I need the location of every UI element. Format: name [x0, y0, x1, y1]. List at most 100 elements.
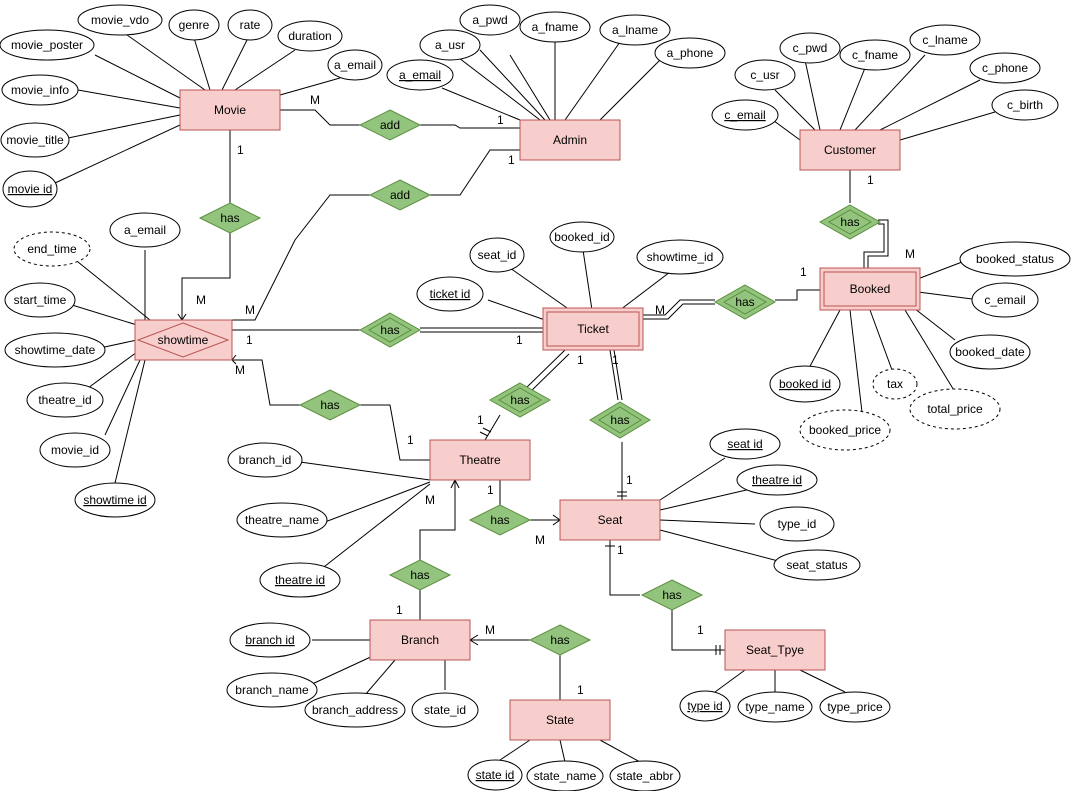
attr-type-name: type_name [737, 691, 813, 723]
svg-text:state_name: state_name [534, 769, 597, 783]
entity-showtime: showtime [134, 319, 233, 361]
rel-has-label: has [662, 588, 681, 602]
attr-movie-title: movie_title [0, 122, 70, 158]
attr-seat-theatre-id-key: theatre id [736, 464, 818, 496]
card-showtime-theatre-m: M [235, 363, 245, 377]
entity-booked: Booked [819, 267, 921, 311]
svg-text:a_pwd: a_pwd [472, 13, 507, 27]
entity-seat-type-label: Seat_Tpye [746, 643, 804, 657]
rel-has-label: has [410, 568, 429, 582]
rel-has-label: has [490, 513, 509, 527]
card-seat-seattype-1: 1 [617, 543, 624, 557]
attr-genre: genre [168, 9, 220, 41]
rel-booked-ticket-has: has [713, 284, 777, 320]
rel-add-label: add [390, 188, 410, 202]
svg-text:end_time: end_time [27, 242, 77, 256]
attr-rate: rate [227, 9, 273, 41]
entity-movie: Movie [179, 89, 281, 131]
svg-text:a_phone: a_phone [667, 46, 714, 60]
attr-duration: duration [277, 20, 343, 52]
card-theatre-ticket-1: 1 [477, 413, 484, 427]
card-seat-ticket-1: 1 [626, 473, 633, 487]
attr-movie-info: movie_info [1, 74, 79, 106]
cardinality-labels: M 1 1 M M 1 1 M 1 M 1 1 M 1 1 1 1 1 M 1 … [196, 93, 915, 697]
attr-booked-date: booked_date [949, 334, 1031, 370]
svg-text:c_birth: c_birth [1007, 98, 1043, 112]
rel-ticket-seat-has: has [589, 401, 651, 439]
rel-showtime-admin-add: add [368, 179, 432, 211]
svg-text:ticket id: ticket id [430, 287, 471, 301]
card-movie-showtime-1: 1 [237, 143, 244, 157]
attr-movie-id: movie id [2, 170, 58, 208]
attr-a-email-key: a_email [386, 59, 454, 91]
svg-text:booked_price: booked_price [809, 423, 881, 437]
svg-text:type_name: type_name [745, 700, 805, 714]
svg-text:tax: tax [887, 377, 903, 391]
attr-movie-poster: movie_poster [0, 29, 95, 61]
attr-type-id-key: type id [679, 690, 731, 722]
rel-has-label: has [550, 633, 569, 647]
svg-text:booked_status: booked_status [976, 252, 1054, 266]
svg-text:c_email: c_email [984, 293, 1025, 307]
attr-c-pwd: c_pwd [779, 32, 841, 64]
rel-has-label: has [380, 323, 399, 337]
attr-a-fname: a_fname [519, 11, 591, 43]
svg-text:c_lname: c_lname [922, 33, 968, 47]
attr-type-id: type_id [759, 506, 835, 542]
rel-has-label: has [220, 211, 239, 225]
svg-text:type_id: type_id [778, 517, 817, 531]
card-ticket-theatre-1: 1 [577, 353, 584, 367]
svg-text:seat id: seat id [727, 437, 762, 451]
svg-text:state_abbr: state_abbr [617, 769, 674, 783]
svg-text:movie_id: movie_id [51, 443, 99, 457]
attr-theatre-id-key: theatre id [259, 562, 341, 598]
svg-text:theatre id: theatre id [275, 573, 325, 587]
attr-showtime-a-email: a_email [109, 212, 181, 248]
card-admin-showtime-1: 1 [508, 153, 515, 167]
rel-theatre-branch-has: has [388, 559, 452, 591]
card-customer-booked-1: 1 [867, 173, 874, 187]
card-theatre-showtime-1: 1 [407, 433, 414, 447]
svg-text:movie_poster: movie_poster [11, 38, 83, 52]
svg-text:type id: type id [687, 699, 722, 713]
svg-text:a_email: a_email [124, 223, 166, 237]
entity-seat: Seat [559, 499, 661, 541]
entity-state: State [509, 699, 611, 741]
entity-customer: Customer [799, 129, 901, 171]
svg-text:start_time: start_time [14, 293, 67, 307]
svg-text:movie_vdo: movie_vdo [91, 13, 149, 27]
svg-text:theatre id: theatre id [752, 473, 802, 487]
svg-text:showtime id: showtime id [83, 493, 146, 507]
card-showtime-movie-m: M [196, 293, 206, 307]
card-booked-customer-m: M [905, 247, 915, 261]
attr-c-birth: c_birth [991, 89, 1059, 121]
entity-theatre-label: Theatre [459, 453, 501, 467]
card-ticket-showtime-1: 1 [516, 333, 523, 347]
entity-theatre: Theatre [429, 439, 531, 481]
rel-customer-booked-has: has [818, 204, 882, 240]
rel-theatre-seat-has: has [468, 504, 532, 536]
svg-text:duration: duration [288, 29, 331, 43]
svg-text:c_pwd: c_pwd [793, 41, 828, 55]
svg-text:branch id: branch id [245, 633, 294, 647]
attr-branch-id-key: branch id [229, 622, 311, 658]
svg-text:type_price: type_price [827, 700, 883, 714]
attr-type-price: type_price [819, 691, 891, 723]
attr-showtime-id-key: showtime id [74, 482, 156, 518]
svg-text:movie_info: movie_info [11, 83, 69, 97]
attr-state-name: state_name [526, 760, 604, 791]
connectors [54, 29, 996, 763]
attr-state-abbr: state_abbr [609, 760, 681, 791]
card-booked-ticket-1: 1 [800, 265, 807, 279]
svg-text:theatre_name: theatre_name [245, 513, 319, 527]
svg-text:booked id: booked id [779, 377, 831, 391]
entity-branch: Branch [369, 619, 471, 661]
attr-tax: tax [872, 368, 918, 400]
rel-has-label: has [840, 215, 859, 229]
rel-movie-showtime-has: has [198, 202, 262, 234]
entity-customer-label: Customer [824, 143, 876, 157]
card-showtime-ticket-1: 1 [246, 333, 253, 347]
attr-booked-status: booked_status [959, 241, 1071, 277]
svg-text:state_id: state_id [424, 703, 466, 717]
attr-branch-name: branch_name [226, 672, 318, 708]
